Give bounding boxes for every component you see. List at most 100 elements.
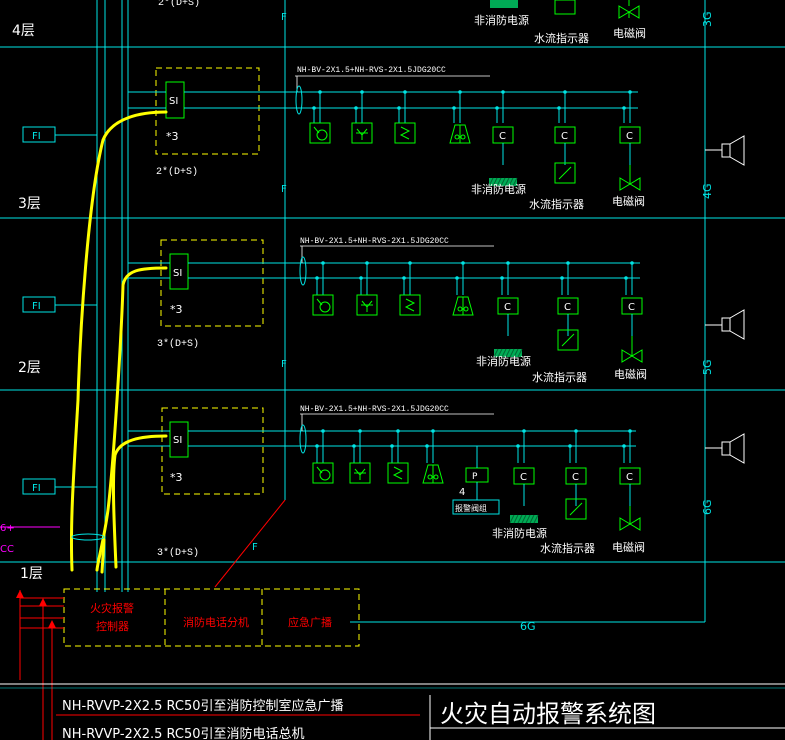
top-device-labels: 非消防电源 水流指示器 电磁阀 bbox=[474, 13, 646, 45]
floor-label-1: 1层 bbox=[20, 566, 43, 582]
svg-text:FI: FI bbox=[32, 301, 41, 312]
fi-box: FI bbox=[22, 126, 97, 143]
star3-label: *3 bbox=[166, 130, 179, 143]
control-module-box: C bbox=[621, 297, 643, 336]
floor-2-loop: SI *3 NH-BV-2X1.5+NH-RVS-2X1.5JDG20CC 3*… bbox=[128, 237, 640, 350]
fi-box: FI bbox=[22, 478, 97, 495]
c-label: C bbox=[504, 302, 511, 313]
control-module-box: C bbox=[497, 297, 519, 336]
hydrant-button-icon bbox=[449, 124, 471, 144]
water-flow-icon bbox=[554, 0, 576, 15]
si-label: SI bbox=[173, 435, 182, 446]
alarm-controller-label: 火灾报警 bbox=[90, 601, 134, 615]
hydrant-button-icon bbox=[452, 296, 474, 316]
cable-label: 3*(D+S) bbox=[157, 547, 199, 559]
svg-text:FI: FI bbox=[32, 483, 41, 494]
si-label: SI bbox=[169, 96, 178, 107]
solenoid-valve-icon bbox=[621, 336, 643, 363]
non-fire-power-label: 非消防电源 bbox=[492, 526, 547, 540]
broadcast-riser-label: 5G bbox=[701, 359, 714, 375]
alarm-bell-icon bbox=[312, 294, 334, 316]
arrow-icon bbox=[39, 598, 47, 606]
control-module-box: C bbox=[492, 126, 514, 165]
arrow-icon bbox=[16, 590, 24, 598]
water-flow-label: 水流指示器 bbox=[532, 370, 587, 384]
solenoid-valve-label: 电磁阀 bbox=[613, 26, 646, 40]
broadcast-riser-label: 3G bbox=[701, 11, 714, 27]
riser-f-label: F bbox=[281, 12, 287, 23]
svg-text:FI: FI bbox=[32, 131, 41, 142]
c-label: C bbox=[499, 131, 506, 142]
c-label: C bbox=[564, 302, 571, 313]
bottom-note: NH-RVVP-2X2.5 RC50引至消防控制室应急广播 bbox=[62, 698, 344, 714]
p-label: P bbox=[472, 472, 478, 482]
riser-f-feeder bbox=[214, 499, 286, 588]
si-label: SI bbox=[173, 268, 182, 279]
c-label: C bbox=[628, 302, 635, 313]
p-count-label: 4 bbox=[459, 487, 465, 498]
top-valve-icon bbox=[618, 0, 640, 19]
floor-1-loop: SI *3 NH-BV-2X1.5+NH-RVS-2X1.5JDG20CC 3*… bbox=[128, 405, 636, 559]
broadcast-riser-label: 4G bbox=[701, 183, 714, 199]
edge-text: 6+ bbox=[0, 523, 15, 534]
solenoid-valve-label: 电磁阀 bbox=[614, 367, 647, 381]
c-label: C bbox=[626, 472, 633, 483]
water-flow-indicator-icon bbox=[565, 498, 587, 520]
c-label: C bbox=[561, 131, 568, 142]
broadcast-riser-label: 6G bbox=[701, 499, 714, 515]
solenoid-valve-icon bbox=[619, 165, 641, 191]
cable-label: 3*(D+S) bbox=[157, 338, 199, 350]
riser-f-label: F bbox=[252, 542, 258, 553]
solenoid-valve-label: 电磁阀 bbox=[612, 540, 645, 554]
water-flow-indicator-icon bbox=[554, 162, 576, 184]
water-flow-label: 水流指示器 bbox=[540, 541, 595, 555]
broadcast-trunk-label: 6G bbox=[520, 620, 536, 633]
bus-label: NH-BV-2X1.5+NH-RVS-2X1.5JDG20CC bbox=[300, 405, 449, 414]
control-module-box: C bbox=[554, 126, 576, 165]
water-flow-indicator-icon bbox=[557, 329, 579, 351]
hatch-power-icon bbox=[490, 0, 518, 8]
alarm-controller-label: 控制器 bbox=[96, 619, 129, 633]
control-module-box: C bbox=[557, 297, 579, 336]
heat-detector-icon bbox=[387, 462, 409, 484]
heat-detector-icon bbox=[399, 294, 421, 316]
fi-box: FI bbox=[22, 296, 97, 313]
riser-f-label: F bbox=[281, 359, 287, 370]
alarm-bell-icon bbox=[309, 122, 331, 144]
speaker-icon bbox=[705, 309, 745, 340]
c-label: C bbox=[520, 472, 527, 483]
phone-host-label: 消防电话分机 bbox=[183, 615, 249, 629]
control-module-box: C bbox=[565, 467, 587, 506]
detector-icon bbox=[351, 122, 373, 144]
star3-label: *3 bbox=[170, 303, 183, 316]
solenoid-valve-label: 电磁阀 bbox=[612, 194, 645, 208]
non-fire-power-label: 非消防电源 bbox=[471, 182, 526, 196]
alarm-valve-box bbox=[452, 499, 500, 515]
detector-icon bbox=[356, 294, 378, 316]
alarm-valve-label: 报警阀组 bbox=[455, 503, 487, 513]
speaker-icon bbox=[705, 135, 745, 166]
c-label: C bbox=[626, 131, 633, 142]
non-fire-power-label: 非消防电源 bbox=[474, 13, 529, 27]
water-flow-label: 水流指示器 bbox=[529, 197, 584, 211]
floor-3-loop: SI *3 NH-BV-2X1.5+NH-RVS-2X1.5JDG20CC 2*… bbox=[128, 66, 638, 178]
bottom-note: NH-RVVP-2X2.5 RC50引至消防电话总机 bbox=[62, 726, 305, 740]
control-module-box: C bbox=[619, 467, 641, 506]
riser-f-label: F bbox=[281, 184, 287, 195]
alarm-bell-icon bbox=[312, 462, 334, 484]
broadcast-label: 应急广播 bbox=[288, 615, 332, 629]
non-fire-power-label: 非消防电源 bbox=[476, 354, 531, 368]
conduit-ellipse bbox=[71, 533, 105, 541]
bus-label: NH-BV-2X1.5+NH-RVS-2X1.5JDG20CC bbox=[300, 237, 449, 246]
solenoid-valve-icon bbox=[619, 506, 641, 531]
water-flow-label: 水流指示器 bbox=[534, 31, 589, 45]
detector-icon bbox=[349, 462, 371, 484]
floor-label-3: 3层 bbox=[18, 196, 41, 212]
floor-label-4: 4层 bbox=[12, 23, 35, 39]
star3-label: *3 bbox=[170, 471, 183, 484]
